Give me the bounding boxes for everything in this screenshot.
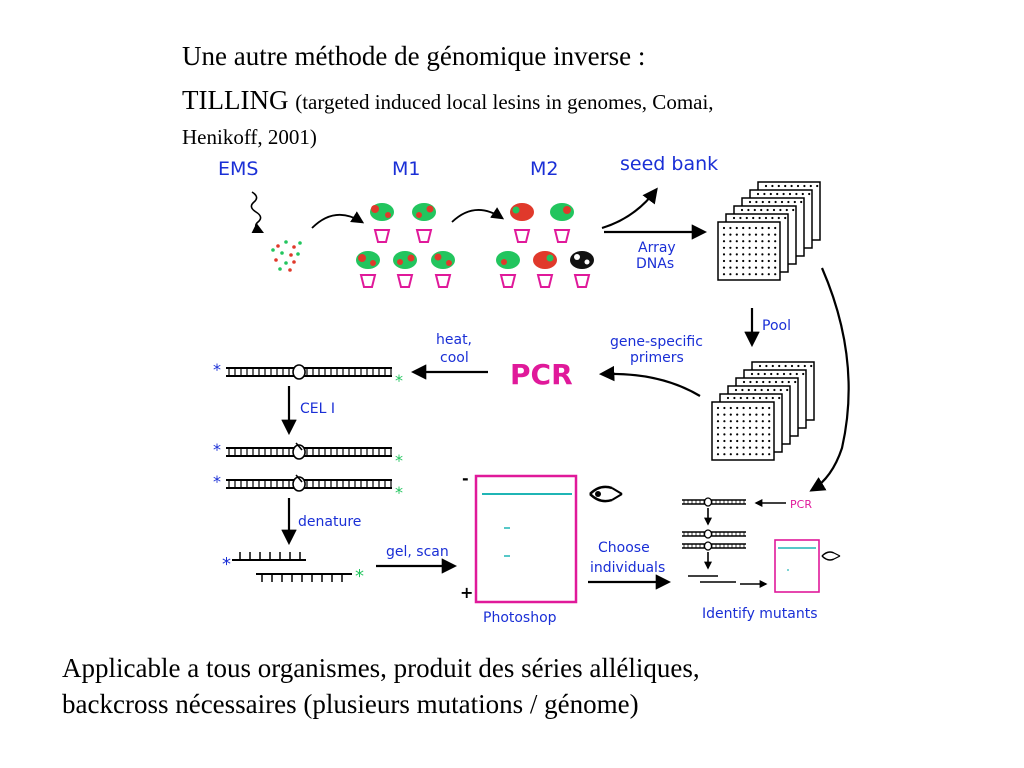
mini-duplexes <box>682 497 746 551</box>
ems-label: EMS <box>218 158 258 180</box>
seed-bank-label: seed bank <box>620 153 718 175</box>
gel-plus-sign: + <box>460 583 473 602</box>
gene-specific-label-2: primers <box>630 350 684 366</box>
dna-duplex <box>226 364 392 380</box>
title-line-3: Henikoff, 2001) <box>182 125 317 149</box>
gel-image <box>474 474 578 604</box>
pcr-small-label: PCR <box>790 498 812 511</box>
pcr-label: PCR <box>510 358 573 391</box>
mini-dna-duplex <box>682 497 746 507</box>
mini-dna-duplex <box>682 529 746 539</box>
star-right: * <box>395 451 403 470</box>
star-single-strand-2: * <box>355 566 364 587</box>
title-tilling: TILLING <box>182 85 289 115</box>
denature-label: denature <box>298 514 361 530</box>
heat-cool-label-2: cool <box>440 350 469 366</box>
star-right: * <box>395 371 403 390</box>
m2-label: M2 <box>530 158 558 180</box>
dna-plate-stack-pooled <box>711 361 815 461</box>
title-reference: (targeted induced local lesins in genome… <box>295 90 714 114</box>
mutagenized-seeds <box>271 240 302 272</box>
mini-single-strands <box>688 575 736 583</box>
star-left: * <box>213 440 221 459</box>
dna-plate-stack-top <box>717 181 821 281</box>
star-single-strand-1: * <box>222 554 231 575</box>
dna-plate <box>717 221 781 281</box>
mini-gel-spot <box>787 569 789 571</box>
arrow-array-to-pcr <box>809 267 850 492</box>
arrow-to-seed-bank <box>601 187 658 230</box>
dna-duplex <box>226 474 392 492</box>
choose-label-1: Choose <box>598 540 650 556</box>
gel-minus-sign: - <box>462 469 469 488</box>
photoshop-label: Photoshop <box>483 610 557 626</box>
arrow-primers-to-pcr <box>598 365 701 397</box>
pool-label: Pool <box>762 318 791 334</box>
gel-scan-label: gel, scan <box>386 544 449 560</box>
caption-line-2: backcross nécessaires (plusieurs mutatio… <box>62 689 639 719</box>
m1-plants <box>356 203 455 288</box>
star-left: * <box>213 472 221 491</box>
title-line-1: Une autre méthode de génomique inverse : <box>182 41 646 71</box>
heteroduplex-duplexes: * * * * * * <box>213 360 403 502</box>
arrow-ems-to-m1 <box>311 211 365 229</box>
slide-title: Une autre méthode de génomique inverse :… <box>182 34 902 150</box>
slide-caption: Applicable a tous organismes, produit de… <box>62 650 1002 722</box>
arrow-m1-to-m2 <box>451 207 505 223</box>
dna-duplex <box>226 442 392 460</box>
choose-label-2: individuals <box>590 560 665 576</box>
identify-mutants-label: Identify mutants <box>702 606 818 622</box>
cel1-label: CEL I <box>300 401 335 417</box>
single-strands <box>232 552 352 582</box>
array-dnas-label-1: Array <box>638 240 676 256</box>
eye-icon <box>589 485 623 503</box>
mini-dna-duplex <box>682 541 746 551</box>
heat-cool-label-1: heat, <box>436 332 472 348</box>
gene-specific-label-1: gene-specific <box>610 334 703 350</box>
star-left: * <box>213 360 221 379</box>
ems-squiggle <box>250 191 265 234</box>
m2-plants <box>496 203 594 288</box>
title-line-2: TILLING (targeted induced local lesins i… <box>182 78 902 124</box>
mini-eye-icon <box>821 551 841 561</box>
m1-label: M1 <box>392 158 420 180</box>
caption-line-1: Applicable a tous organismes, produit de… <box>62 653 700 683</box>
star-right: * <box>395 483 403 502</box>
array-dnas-label-2: DNAs <box>636 256 674 272</box>
dna-plate <box>711 401 775 461</box>
